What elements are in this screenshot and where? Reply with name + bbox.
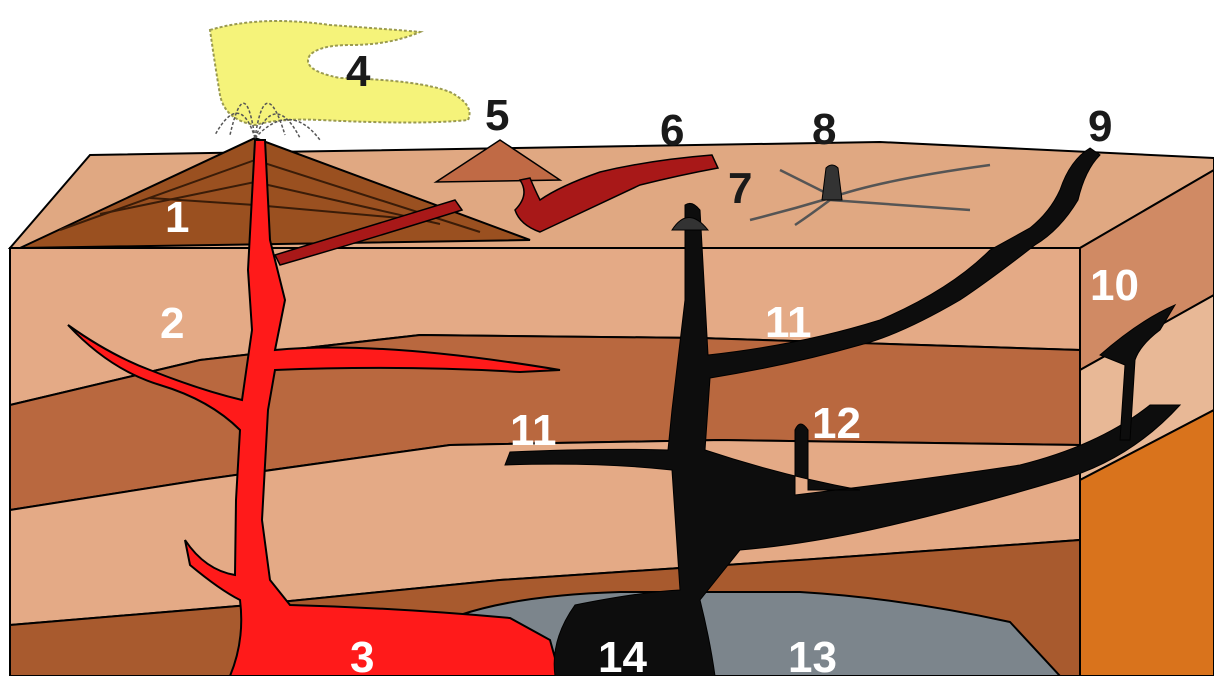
- label-5: 5: [485, 91, 509, 140]
- label-9: 9: [1088, 102, 1112, 151]
- label-12: 12: [812, 399, 861, 448]
- label-11-upper: 11: [765, 298, 812, 347]
- label-6: 6: [660, 106, 684, 155]
- label-10: 10: [1090, 261, 1139, 310]
- label-4: 4: [346, 47, 371, 96]
- label-11-lower: 11: [510, 406, 557, 455]
- label-13: 13: [788, 633, 837, 676]
- label-3: 3: [350, 633, 374, 676]
- ash-cloud: [210, 21, 470, 125]
- label-14: 14: [598, 633, 647, 676]
- label-8: 8: [812, 105, 836, 154]
- label-2: 2: [160, 299, 184, 348]
- label-7: 7: [728, 164, 752, 213]
- label-1: 1: [165, 193, 189, 242]
